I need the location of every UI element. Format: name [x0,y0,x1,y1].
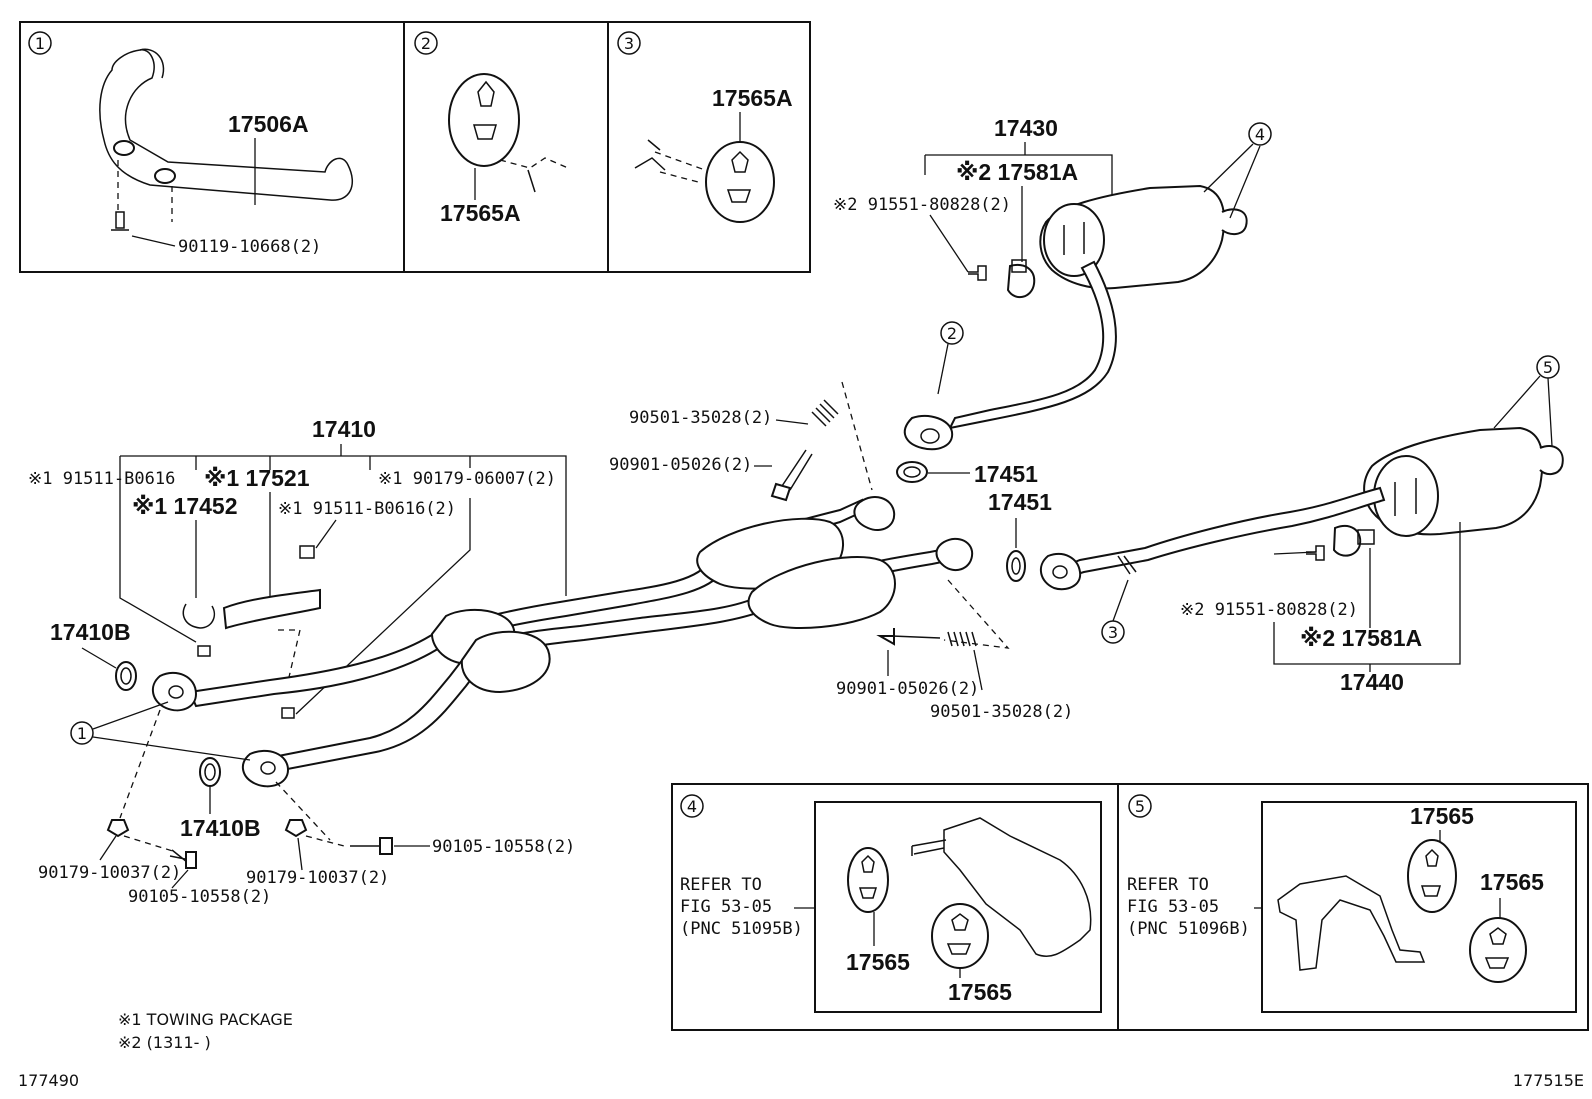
center-fasteners: 90501-35028(2) 90901-05026(2) 90901-0502… [609,381,1073,722]
callout-number: 4 [1255,125,1265,144]
front-pipe-assembly: 17410 ※1 91511-B0616 ※1 17521 ※1 90179-0… [28,416,974,907]
rear-lower-muffler-assembly: 5 3 ※2 91551-80828(2) ※2 17581A 17440 [1039,355,1564,695]
part-number-17451: 17451 [988,489,1052,515]
refer-figure: FIG 53-05 [1127,897,1219,917]
part-number-17410: 17410 [312,416,376,442]
part-number-17565: 17565 [948,979,1012,1005]
refer-pnc: (PNC 51096B) [1127,919,1250,939]
part-number-90501-35028: 90501-35028(2) [930,702,1073,722]
note-towing-package: ※1 TOWING PACKAGE [118,1010,293,1029]
part-number-90105-10558: 90105-10558(2) [432,837,575,857]
part-number-17430: 17430 [994,115,1058,141]
part-number-90179-10037: 90179-10037(2) [38,863,181,883]
part-number-90501-35028: 90501-35028(2) [629,408,772,428]
refer-figure: FIG 53-05 [680,897,772,917]
part-number-17565: 17565 [1480,869,1544,895]
inset-5: 5 REFER TO FIG 53-05 (PNC 51096B) 17565 … [1127,794,1544,983]
footnotes: ※1 TOWING PACKAGE ※2 (1311- ) [118,1010,293,1052]
callout-number: 5 [1543,358,1553,377]
rubber-hanger-icon [448,73,520,167]
inset-4: 4 REFER TO FIG 53-05 (PNC 51095B) 17565 … [680,794,1092,1005]
inset-3: 3 17565A [617,31,793,223]
part-number-90901-05026: 90901-05026(2) [836,679,979,699]
gasket-17451-a: 17451 [896,461,1038,487]
part-number-90105-10558: 90105-10558(2) [128,887,271,907]
rear-upper-muffler-assembly: 17430 ※2 17581A ※2 91551-80828(2) 4 2 [833,115,1272,451]
rubber-hanger-icon [847,847,889,913]
part-number-17440: 17440 [1340,669,1404,695]
rubber-hanger-icon [1407,839,1457,913]
callout-number: 3 [1108,623,1118,642]
part-number-17581A: ※2 17581A [1300,625,1422,651]
part-number-91511-B0616: ※1 91511-B0616 [28,469,175,489]
part-number-91511-B0616: ※1 91511-B0616(2) [278,499,456,519]
part-number-17410B: 17410B [50,619,131,645]
inset-2: 2 17565A [414,31,569,226]
inset-panels-bottom [671,783,1589,1031]
inset-1: 1 17506A 90119-10668(2) [28,31,353,257]
callout-number: 5 [1135,797,1145,816]
refer-pnc: (PNC 51095B) [680,919,803,939]
callout-number: 3 [624,34,634,53]
part-number-17565A: 17565A [712,85,793,111]
part-number-17565: 17565 [846,949,910,975]
part-number-90179-06007: ※1 90179-06007(2) [378,469,556,489]
callout-number: 4 [687,797,697,816]
part-number-17451: 17451 [974,461,1038,487]
part-number-17565A: 17565A [440,200,521,226]
part-number-17565: 17565 [1410,803,1474,829]
refer-text: REFER TO [1127,875,1209,895]
part-number-17410B: 17410B [180,815,261,841]
refer-text: REFER TO [680,875,762,895]
part-number-90179-10037: 90179-10037(2) [246,868,389,888]
part-number-17506A: 17506A [228,111,309,137]
rubber-hanger-icon [705,141,775,223]
part-number-90901-05026: 90901-05026(2) [609,455,752,475]
rubber-hanger-icon [1469,917,1527,983]
callout-number: 1 [77,724,87,743]
part-number-17521: ※1 17521 [204,465,310,491]
part-number-17452: ※1 17452 [132,493,238,519]
part-number-91551-80828: ※2 91551-80828(2) [833,195,1011,215]
callout-number: 2 [947,324,957,343]
part-number-91551-80828: ※2 91551-80828(2) [1180,600,1358,620]
inset-panels-top [19,21,811,273]
note-production-date: ※2 (1311- ) [118,1033,211,1052]
callout-number: 2 [421,34,431,53]
gasket-17451-b: 17451 [988,489,1052,582]
footer-right-code: 177515E [1513,1071,1584,1090]
part-number-90119-10668: 90119-10668(2) [178,237,321,257]
callout-number: 1 [35,34,45,53]
footer-left-code: 177490 [18,1071,79,1090]
part-number-17581A: ※2 17581A [956,159,1078,185]
